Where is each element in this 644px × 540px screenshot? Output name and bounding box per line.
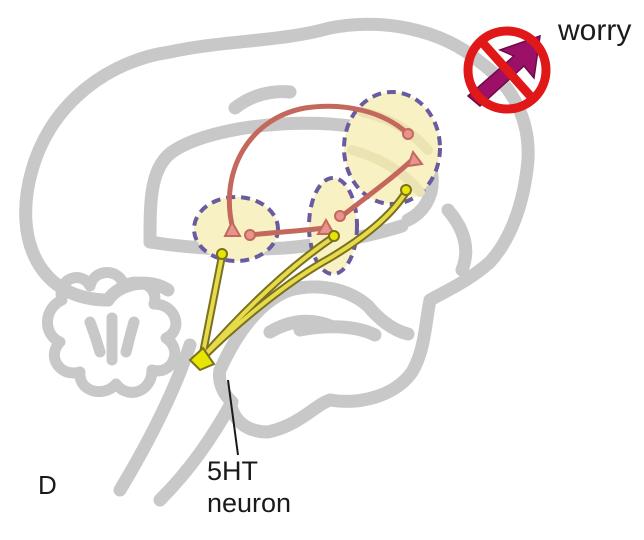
serotonin-neuron-label: 5HT neuron (207, 455, 291, 519)
brain-outline (26, 24, 529, 500)
cerebellum-folia (90, 318, 134, 360)
neuron-label-line1: 5HT (207, 455, 291, 487)
terminal-5ht-pfc (401, 185, 411, 195)
sulcus-frontal (448, 210, 466, 270)
worry-label: worry (558, 14, 631, 48)
terminal-left (245, 230, 255, 240)
terminal-mid (335, 211, 345, 221)
terminal-5ht-left (217, 249, 227, 259)
sulcus-upper (235, 92, 290, 108)
neuron-label-line2: neuron (207, 487, 291, 519)
panel-letter: D (38, 470, 57, 501)
sulcus-temporal (300, 327, 375, 335)
terminal-pfc (403, 129, 413, 139)
terminal-5ht-mid (329, 231, 339, 241)
